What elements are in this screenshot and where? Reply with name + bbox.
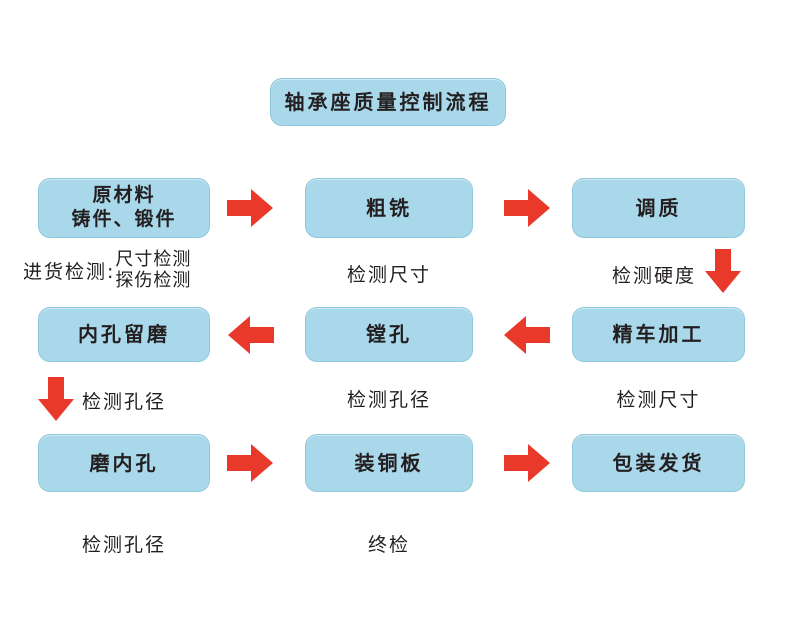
incoming-inspection-item1: 尺寸检测	[115, 249, 192, 270]
node-grind-bore-label: 磨内孔	[89, 450, 159, 475]
left-arrow-icon	[504, 316, 550, 354]
node-bore-grinding-allowance-label: 内孔留磨	[78, 322, 170, 346]
node-fit-copper-plate: 装铜板	[305, 434, 473, 492]
inspection-after-boring: 检测孔径	[346, 389, 431, 411]
node-boring-label: 镗孔	[366, 322, 412, 346]
page-title: 轴承座质量控制流程	[284, 89, 492, 114]
node-rough-milling-label: 粗铣	[366, 195, 412, 220]
node-raw-material: 原材料 铸件、锻件	[38, 178, 210, 238]
node-pack-and-ship-label: 包装发货	[612, 450, 705, 475]
node-raw-material-line2: 铸件、锻件	[71, 208, 177, 230]
right-arrow-icon	[227, 444, 273, 482]
right-arrow-icon	[227, 189, 273, 227]
node-fit-copper-plate-label: 装铜板	[354, 450, 424, 475]
node-tempering-label: 调质	[635, 195, 682, 220]
node-rough-milling: 粗铣	[305, 178, 473, 238]
inspection-after-rough-milling: 检测尺寸	[346, 264, 431, 286]
title-box: 轴承座质量控制流程	[270, 78, 506, 126]
incoming-inspection-items: 尺寸检测 探伤检测	[115, 249, 191, 291]
left-arrow-icon	[228, 316, 274, 354]
incoming-inspection-prefix: 进货检测:	[23, 260, 116, 283]
inspection-final: 终检	[367, 534, 410, 556]
right-arrow-icon	[504, 444, 550, 482]
node-bore-grinding-allowance: 内孔留磨	[38, 307, 210, 362]
node-finish-turning-label: 精车加工	[612, 322, 705, 346]
node-pack-and-ship: 包装发货	[572, 434, 745, 492]
down-arrow-icon	[38, 377, 74, 421]
node-boring: 镗孔	[305, 307, 473, 362]
node-finish-turning: 精车加工	[572, 307, 745, 362]
node-raw-material-line1: 原材料	[92, 184, 156, 207]
inspection-after-tempering: 检测硬度	[612, 265, 697, 287]
inspection-after-allowance: 检测孔径	[82, 391, 167, 413]
node-grind-bore: 磨内孔	[38, 434, 210, 492]
inspection-after-finish-turning: 检测尺寸	[616, 389, 701, 411]
down-arrow-icon	[705, 249, 741, 293]
inspection-after-grinding: 检测孔径	[81, 534, 166, 556]
node-tempering: 调质	[572, 178, 745, 238]
incoming-inspection-item2: 探伤检测	[115, 270, 192, 291]
right-arrow-icon	[504, 189, 550, 227]
incoming-inspection-label: 进货检测: 尺寸检测 探伤检测	[23, 249, 191, 291]
